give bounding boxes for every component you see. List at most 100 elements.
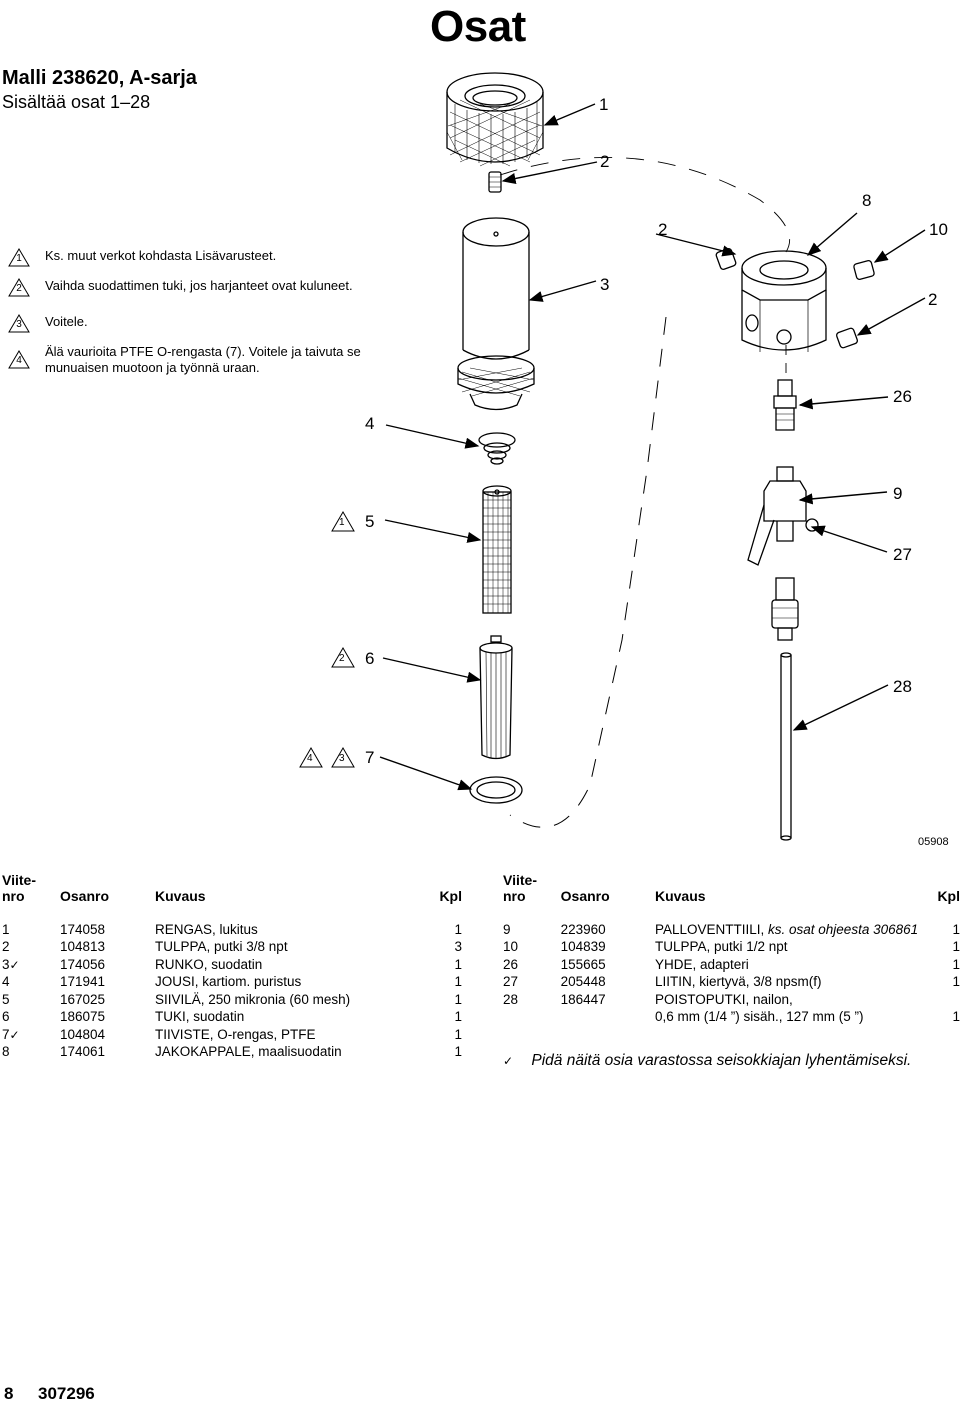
ref-number-cell: 1 <box>2 921 10 937</box>
description-cell: JOUSI, kartiom. puristus <box>155 974 302 989</box>
part-number-cell: 205448 <box>560 974 606 989</box>
callout-4: 4 <box>365 414 375 433</box>
note-text: Voitele. <box>45 314 88 329</box>
part-number-cell: 104804 <box>60 1026 106 1042</box>
ref-number-cell: 5 <box>2 991 10 1007</box>
part-number-cell: 104839 <box>560 939 606 954</box>
filter-body-drawing <box>457 217 535 411</box>
note-text: Älä vaurioita PTFE O-rengasta (7). Voite… <box>45 344 361 375</box>
o-ring-drawing <box>469 776 523 804</box>
description-cell: JAKOKAPPALE, maalisuodatin <box>155 1044 342 1059</box>
part-number-cell: 167025 <box>60 991 106 1007</box>
callout-7: 7 <box>365 748 375 767</box>
col-part-header: Osanro <box>560 888 610 904</box>
page-number: 8 <box>4 1384 14 1403</box>
stock-note: ✓ Pidä näitä osia varastossa seisokkiaja… <box>503 1052 911 1070</box>
ref-number-cell: 6 <box>2 1009 10 1024</box>
triangle-label: 2 <box>339 653 345 664</box>
warning-triangle-icon: 4 <box>8 350 30 369</box>
ref-number-cell: 4 <box>2 974 10 989</box>
callout-10: 10 <box>929 220 948 239</box>
table-row: 0,6 mm (1/4 ”) sisäh., 127 mm (5 ”)1 <box>503 1009 960 1027</box>
description-cell: TIIVISTE, O-rengas, PTFE <box>155 1026 316 1042</box>
description-cell: TULPPA, putki 1/2 npt <box>654 939 788 954</box>
callout-27: 27 <box>893 545 912 564</box>
quantity-cell: 1 <box>454 991 462 1007</box>
spring-drawing <box>478 432 516 465</box>
part-number-cell: 186075 <box>60 1009 106 1024</box>
description-cell: YHDE, adapteri <box>654 956 749 972</box>
quantity-cell: 1 <box>952 956 960 972</box>
note-3: 3 Voitele. <box>8 314 88 333</box>
ref-number-cell: 9 <box>503 921 511 937</box>
description-cell: TULPPA, putki 3/8 npt <box>155 939 288 954</box>
ref-number-cell: 8 <box>2 1044 10 1059</box>
part-number-cell: 174058 <box>60 921 106 937</box>
warning-triangle-icon: 1 <box>8 248 30 267</box>
description-cell: TUKI, suodatin <box>155 1009 245 1024</box>
table-row: 8 174061 JAKOKAPPALE, maalisuodatin 1 <box>2 1044 462 1062</box>
ref-number-cell: 26 <box>503 956 519 972</box>
ref-number-cell: 28 <box>503 991 519 1007</box>
col-ref-header: Viite-nro <box>503 872 537 904</box>
callout-2: 2 <box>658 220 668 239</box>
warning-triangle-icon: 3 <box>8 314 30 333</box>
quantity-cell: 1 <box>952 921 960 937</box>
quantity-cell: 1 <box>454 974 462 989</box>
filter-support-drawing <box>479 635 513 760</box>
quantity-cell: 1 <box>952 974 960 989</box>
note-text: Vaihda suodattimen tuki, jos harjanteet … <box>45 278 353 293</box>
col-desc-header: Kuvaus <box>155 888 206 904</box>
document-number: 307296 <box>38 1384 95 1403</box>
table-row: 26 155665 YHDE, adapteri 1 <box>503 957 960 975</box>
part-number-cell <box>561 1009 655 1027</box>
exploded-parts-diagram <box>299 72 926 841</box>
description-cell: 0,6 mm (1/4 ”) sisäh., 127 mm (5 ”) <box>654 1009 864 1024</box>
callout-1: 1 <box>599 95 609 114</box>
quantity-cell: 1 <box>952 939 960 954</box>
callout-28: 28 <box>893 677 912 696</box>
description-cell: RUNKO, suodatin <box>155 956 263 972</box>
ball-valve-drawing <box>747 466 819 566</box>
plug-drawing <box>488 171 502 193</box>
note-4: 4 Älä vaurioita PTFE O-rengasta (7). Voi… <box>8 344 385 376</box>
table-header: Viite-nro Osanro Kuvaus Kpl <box>2 872 462 904</box>
ref-number-cell: 7✓ <box>2 1026 20 1042</box>
table-row: 10 104839 TULPPA, putki 1/2 npt 1 <box>503 939 960 957</box>
description-cell: POISTOPUTKI, nailon, <box>654 991 793 1007</box>
col-desc-header: Kuvaus <box>654 888 706 904</box>
ref-number-cell <box>503 1009 561 1027</box>
ref-number-cell: 3✓ <box>2 956 20 972</box>
callout-3: 3 <box>600 275 610 294</box>
drain-tube-drawing <box>780 652 792 841</box>
quantity-cell: 1 <box>454 1044 462 1059</box>
callout-6: 6 <box>365 649 375 668</box>
table-header: Viite-nro Osanro Kuvaus Kpl <box>503 872 960 904</box>
part-number-cell: 174061 <box>60 1044 106 1059</box>
description-cell: PALLOVENTTIILI, ks. osat ohjeesta 306861 <box>654 921 919 937</box>
check-mark-icon: ✓ <box>9 1027 20 1042</box>
table-row: 6 186075 TUKI, suodatin 1 <box>2 1009 462 1027</box>
col-part-header: Osanro <box>60 888 110 904</box>
locking-ring-drawing <box>446 72 544 167</box>
ref-number-cell: 2 <box>2 939 10 954</box>
description-cell: LIITIN, kiertyvä, 3/8 npsm(f) <box>654 974 822 989</box>
stock-note-text: Pidä näitä osia varastossa seisokkiajan … <box>531 1052 912 1069</box>
col-qty-header: Kpl <box>439 888 462 904</box>
note-1: 1 Ks. muut verkot kohdasta Lisävarusteet… <box>8 248 276 267</box>
callout-8: 8 <box>862 191 872 210</box>
quantity-cell: 1 <box>454 1009 462 1024</box>
part-number-cell: 155665 <box>560 956 606 972</box>
callout-2: 2 <box>928 290 938 309</box>
adapter-drawing <box>773 379 797 431</box>
ref-number-cell: 10 <box>503 939 519 954</box>
